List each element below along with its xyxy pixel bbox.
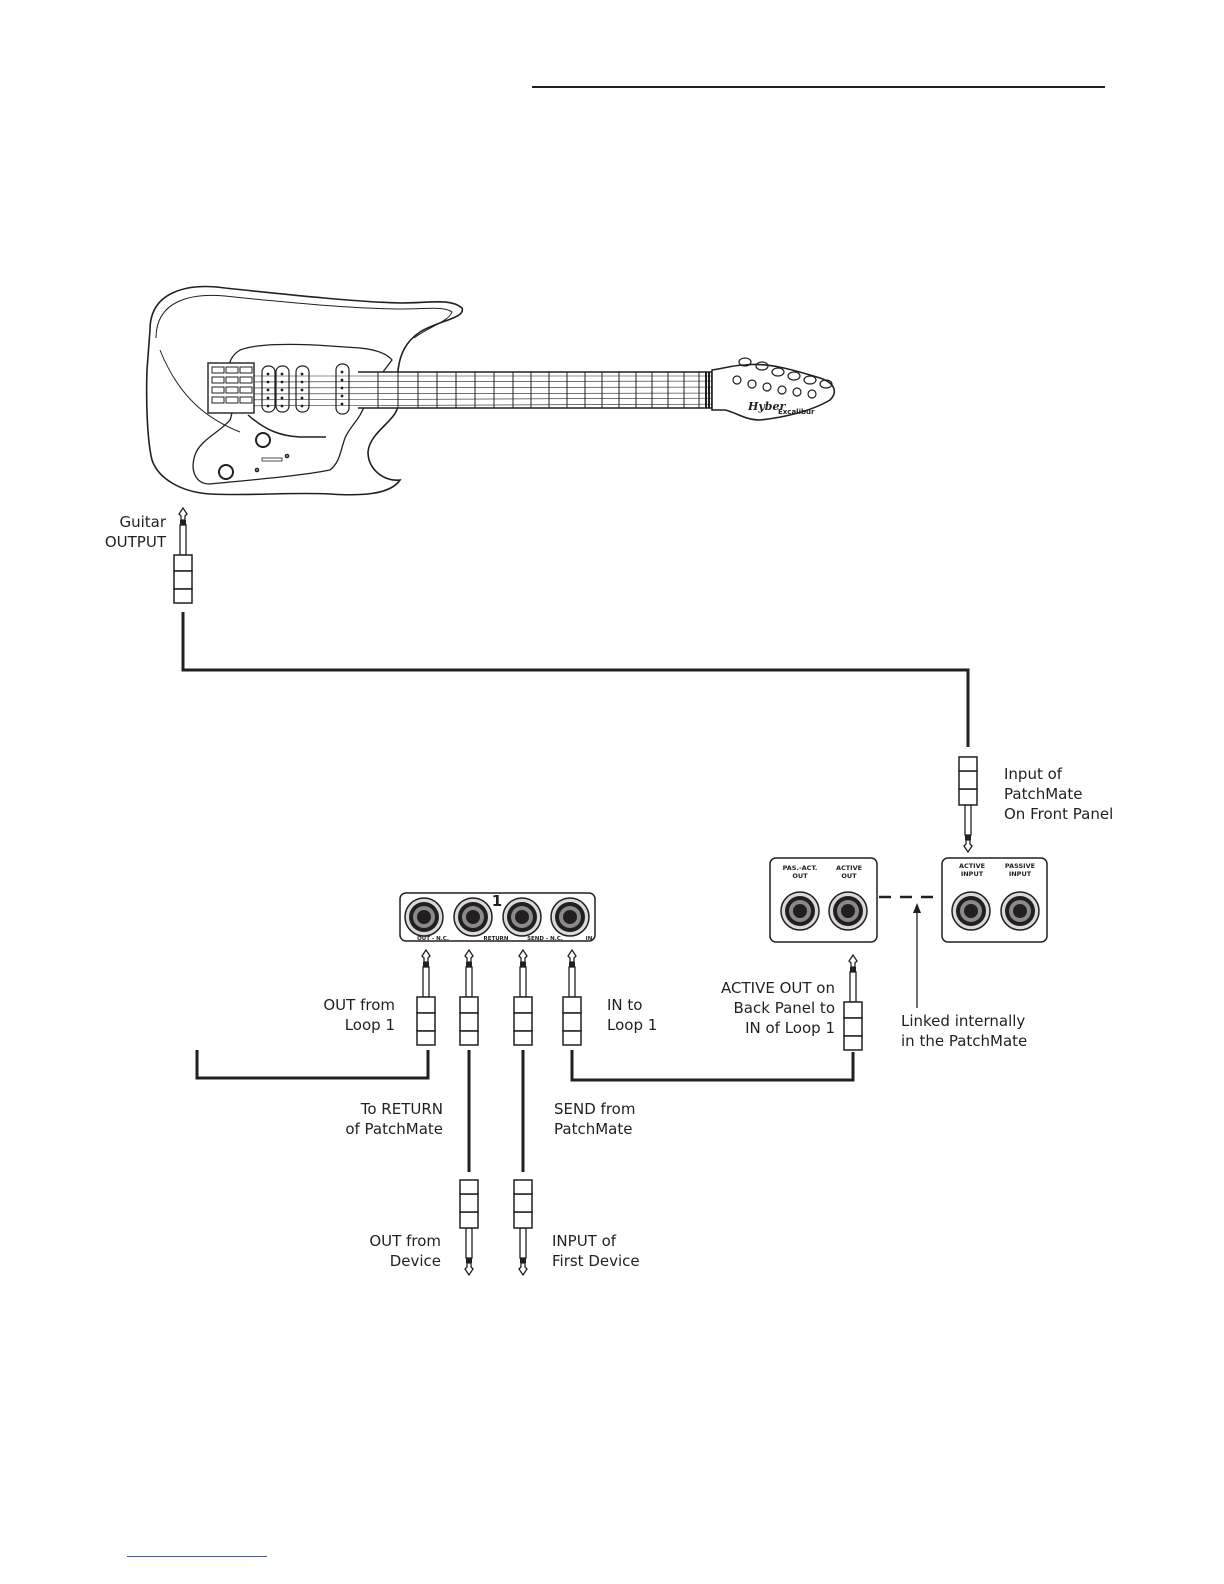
- cable-guitar-to-patchmate: [181, 612, 970, 747]
- label-guitar-output: Guitar OUTPUT: [104, 513, 166, 551]
- plug-guitar-output: [173, 507, 193, 604]
- label-send-from: SEND from PatchMate: [554, 1100, 636, 1138]
- loop-jack-label-in: IN: [586, 936, 593, 942]
- plug-patchmate-input: [959, 757, 977, 852]
- svg-text:Excalibur: Excalibur: [778, 408, 815, 416]
- loop-jack-return: [453, 897, 493, 937]
- loop-jack-label-return: RETURN: [483, 936, 508, 942]
- label-out-from-device: OUT from Device: [369, 1232, 441, 1270]
- jack-pas-act-out: [780, 891, 820, 931]
- label-input-first-device: INPUT of First Device: [552, 1232, 640, 1270]
- loop-jack-label-send: SEND - N.C.: [527, 936, 563, 942]
- svg-text:Hyber: Hyber: [747, 400, 786, 413]
- loop-jack-send: [502, 897, 542, 937]
- plug-active-out: [843, 954, 863, 1051]
- plug-loop-out: [416, 949, 436, 1046]
- label-linked-internally: Linked internally in the PatchMate: [901, 1012, 1028, 1050]
- plug-loop-send: [513, 949, 533, 1046]
- jack-passive-input: [1000, 891, 1040, 931]
- jack-label-pas-act-out: PAS.-ACT.OUT: [783, 864, 818, 880]
- label-to-return: To RETURN of PatchMate: [345, 1100, 443, 1138]
- guitar-illustration: Hyber Excalibur: [145, 285, 836, 496]
- label-in-to-loop1: IN to Loop 1: [607, 996, 658, 1034]
- loop-1-panel: 1 OUT - N.C. RETURN SEND - N.C. IN: [399, 892, 596, 942]
- header-rule: [532, 86, 1105, 88]
- plug-device-out: [460, 1180, 478, 1275]
- plug-device-input: [514, 1180, 532, 1275]
- label-input-patchmate: Input of PatchMate On Front Panel: [1004, 765, 1114, 823]
- cable-active-out-to-loop-in: [570, 1050, 855, 1082]
- loop-number: 1: [492, 892, 502, 910]
- label-active-out-back: ACTIVE OUT on Back Panel to IN of Loop 1: [721, 979, 835, 1037]
- plug-loop-in: [562, 949, 582, 1046]
- loop-jack-label-out: OUT - N.C.: [417, 936, 449, 942]
- loop-jack-out: [404, 897, 444, 937]
- link-arrow-icon: [913, 903, 921, 1008]
- jack-active-input: [951, 891, 991, 931]
- jack-active-out: [828, 891, 868, 931]
- cable-loop-out: [195, 1050, 430, 1080]
- label-out-from-loop1: OUT from Loop 1: [323, 996, 395, 1034]
- footer-rule: [127, 1556, 267, 1557]
- loop-jack-in: [550, 897, 590, 937]
- plug-loop-return: [459, 949, 479, 1046]
